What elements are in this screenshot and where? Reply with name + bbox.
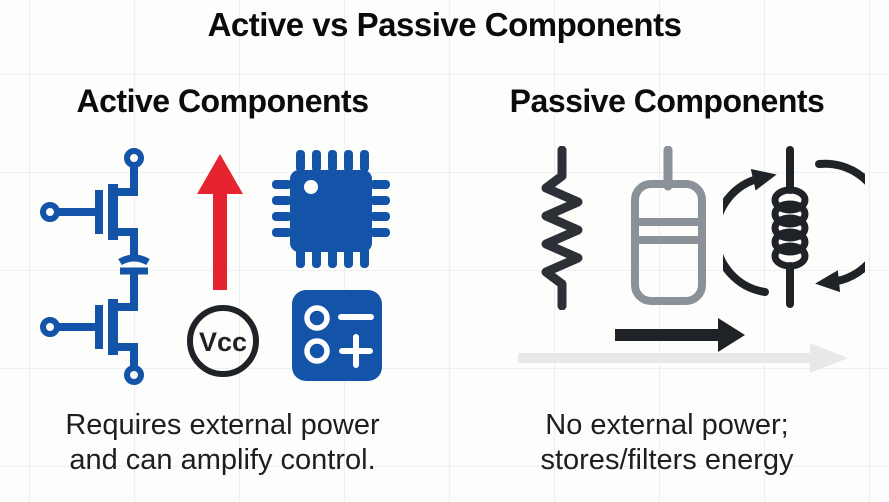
active-caption-line2: and can amplify control. — [69, 444, 376, 476]
page-title: Active vs Passive Components — [207, 6, 682, 43]
passive-caption-line2: stores/filters energy — [540, 444, 794, 476]
passive-caption: No external power; stores/filters energy — [445, 408, 889, 478]
vcc-label: Vcc — [199, 327, 247, 357]
resistor-icon — [541, 146, 583, 310]
ac-arc-right — [815, 159, 865, 293]
inductor-ac-icon — [723, 146, 865, 308]
up-arrow-icon — [197, 154, 243, 290]
input-circle-bottom — [304, 338, 330, 364]
passive-caption-line1: No external power; — [545, 409, 789, 441]
signal-arrow-icon — [518, 343, 848, 373]
microchip-icon — [272, 150, 390, 268]
current-arrow-icon — [615, 318, 745, 352]
inductor-coil — [771, 146, 809, 308]
capacitor-icon — [631, 146, 706, 305]
plus-sign — [339, 334, 373, 368]
mosfet-pair-icon — [40, 148, 150, 385]
active-caption-line1: Requires external power — [65, 409, 380, 441]
ac-arc-left — [723, 169, 777, 296]
active-column-heading: Active Components — [76, 83, 369, 119]
chip-index-dot — [304, 180, 318, 194]
passive-column-heading: Passive Components — [509, 83, 825, 119]
opamp-icon — [292, 290, 382, 381]
vcc-supply-icon: Vcc — [187, 305, 259, 377]
active-caption: Requires external power and can amplify … — [0, 408, 445, 478]
input-circle-top — [304, 305, 330, 331]
